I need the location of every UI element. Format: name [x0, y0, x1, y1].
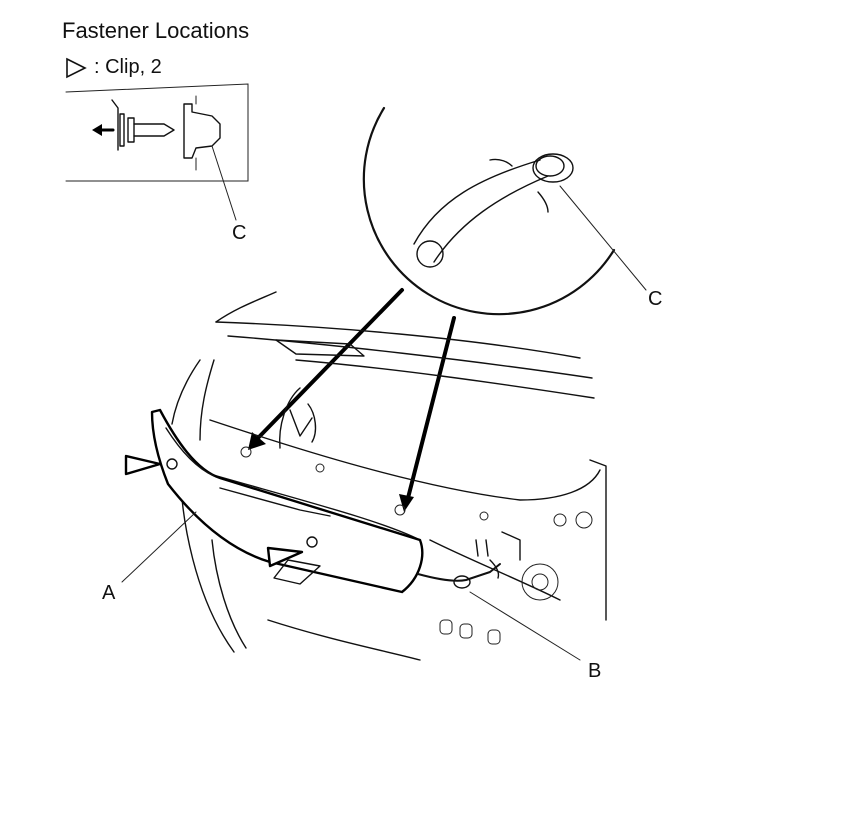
- callout-c-inset: C: [232, 222, 247, 244]
- callout-c-detail: C: [648, 288, 663, 310]
- triangle-outline-icon: [66, 57, 87, 78]
- clip-inset: [65, 83, 249, 221]
- callout-a: A: [102, 582, 116, 604]
- callout-b: B: [588, 660, 602, 682]
- vehicle-rear: [171, 291, 607, 661]
- clip-marker-2: [266, 546, 304, 568]
- magnified-detail: [248, 106, 647, 512]
- garnish-panel: [121, 408, 581, 661]
- legend-text: : Clip, 2: [94, 56, 162, 78]
- diagram-title: Fastener Locations: [62, 18, 250, 43]
- legend: : Clip, 2: [64, 56, 162, 79]
- clip-marker-1: [124, 454, 162, 476]
